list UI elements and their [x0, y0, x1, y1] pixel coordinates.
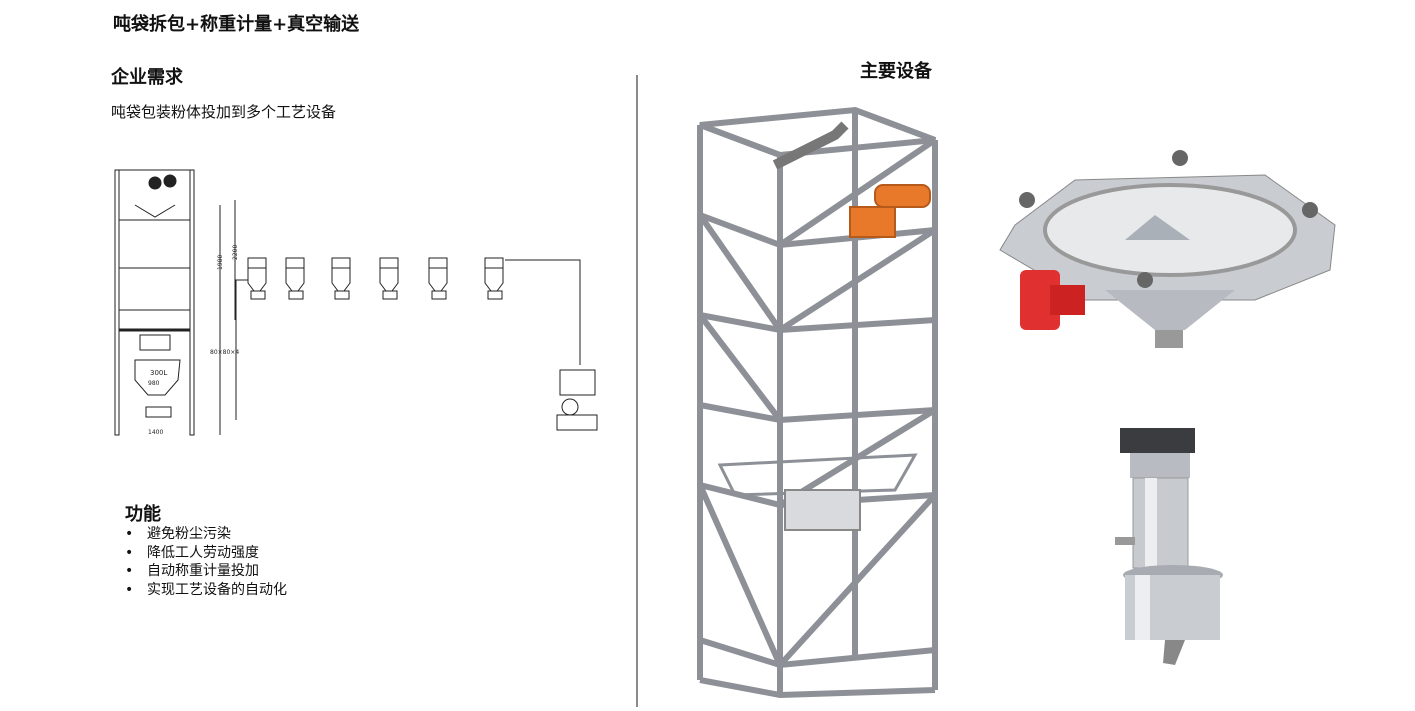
dim-label: 1400: [148, 429, 163, 436]
dim-label: 1980: [217, 255, 224, 270]
needs-text: 吨袋包装粉体投加到多个工艺设备: [111, 103, 337, 121]
divider: [636, 75, 638, 707]
vibrating-ring-image: [999, 150, 1336, 348]
dim-label: 2200: [232, 245, 239, 260]
system-layout-drawing: 1980 2200 300L 980 1400 80×80×4: [114, 169, 598, 436]
dim-label: 980: [148, 380, 160, 387]
slide-title: 吨袋拆包+称重计量+真空输送: [113, 14, 360, 35]
bulk-bag-unloader-image: [697, 106, 938, 699]
functions-list: •避免粉尘污染 •降低工人劳动强度 •自动称重计量投加 •实现工艺设备的自动化: [125, 525, 287, 599]
dim-label: 300L: [150, 369, 167, 377]
vacuum-receivers: [247, 257, 504, 300]
functions-heading: 功能: [125, 504, 161, 525]
equipment-heading: 主要设备: [860, 61, 932, 82]
needs-heading: 企业需求: [111, 67, 183, 88]
list-item: •自动称重计量投加: [125, 563, 259, 579]
list-item: •实现工艺设备的自动化: [125, 581, 287, 598]
vacuum-receiver-image: [1115, 428, 1223, 665]
list-item: •避免粉尘污染: [125, 526, 231, 542]
list-item: •降低工人劳动强度: [125, 544, 259, 561]
dim-label: 80×80×4: [210, 349, 239, 356]
